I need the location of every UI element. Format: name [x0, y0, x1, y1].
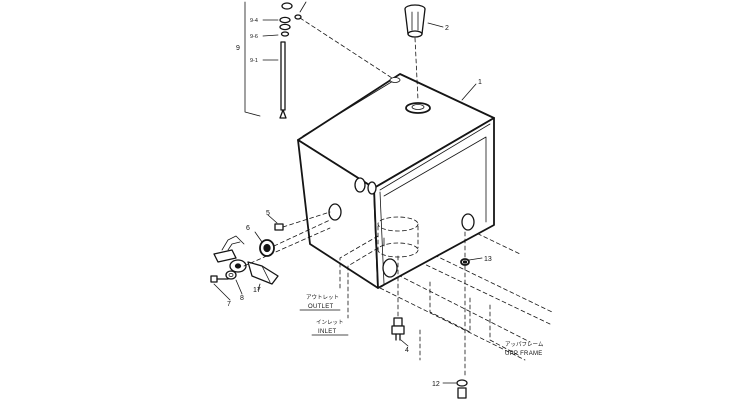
- label-8: 8: [240, 295, 244, 302]
- label-7: 7: [227, 301, 231, 308]
- mounting-hardware: [442, 231, 483, 399]
- label-2: 2: [445, 25, 449, 32]
- caption-outlet-jp: アウトレット: [306, 293, 339, 301]
- caption-frame: UPP FRAME: [505, 351, 543, 357]
- part-labels: 1 2 4 5 6 7 8 17 9 9-1 9-4 9-6 12 13: [227, 18, 492, 388]
- label-12: 12: [432, 381, 440, 388]
- port-hardware: [254, 211, 331, 257]
- label-4: 4: [405, 347, 409, 354]
- label-17: 17: [253, 287, 261, 294]
- label-9-4: 9-4: [250, 18, 258, 24]
- upper-frame: [379, 229, 553, 361]
- part-4-drain: [391, 255, 409, 347]
- label-9-1: 9-1: [250, 58, 258, 64]
- label-6: 6: [246, 225, 250, 232]
- leader-1: [461, 83, 477, 101]
- label-13: 13: [484, 256, 492, 263]
- label-5: 5: [266, 210, 270, 217]
- caption-inlet: INLET: [318, 329, 337, 335]
- captions: アウトレット OUTLET インレット INLET アッパフレーム UPP FR…: [299, 293, 544, 357]
- hydraulic-tank: [297, 73, 495, 319]
- level-gauge-assembly: [210, 227, 331, 301]
- label-1: 1: [478, 79, 482, 86]
- caption-outlet: OUTLET: [308, 304, 334, 310]
- caption-frame-jp: アッパフレーム: [505, 341, 544, 348]
- part-9-group: [244, 1, 393, 119]
- label-9: 9: [236, 45, 240, 52]
- label-9-6: 9-6: [250, 34, 258, 40]
- part-2-cap: [404, 4, 444, 101]
- caption-inlet-jp: インレット: [316, 320, 344, 326]
